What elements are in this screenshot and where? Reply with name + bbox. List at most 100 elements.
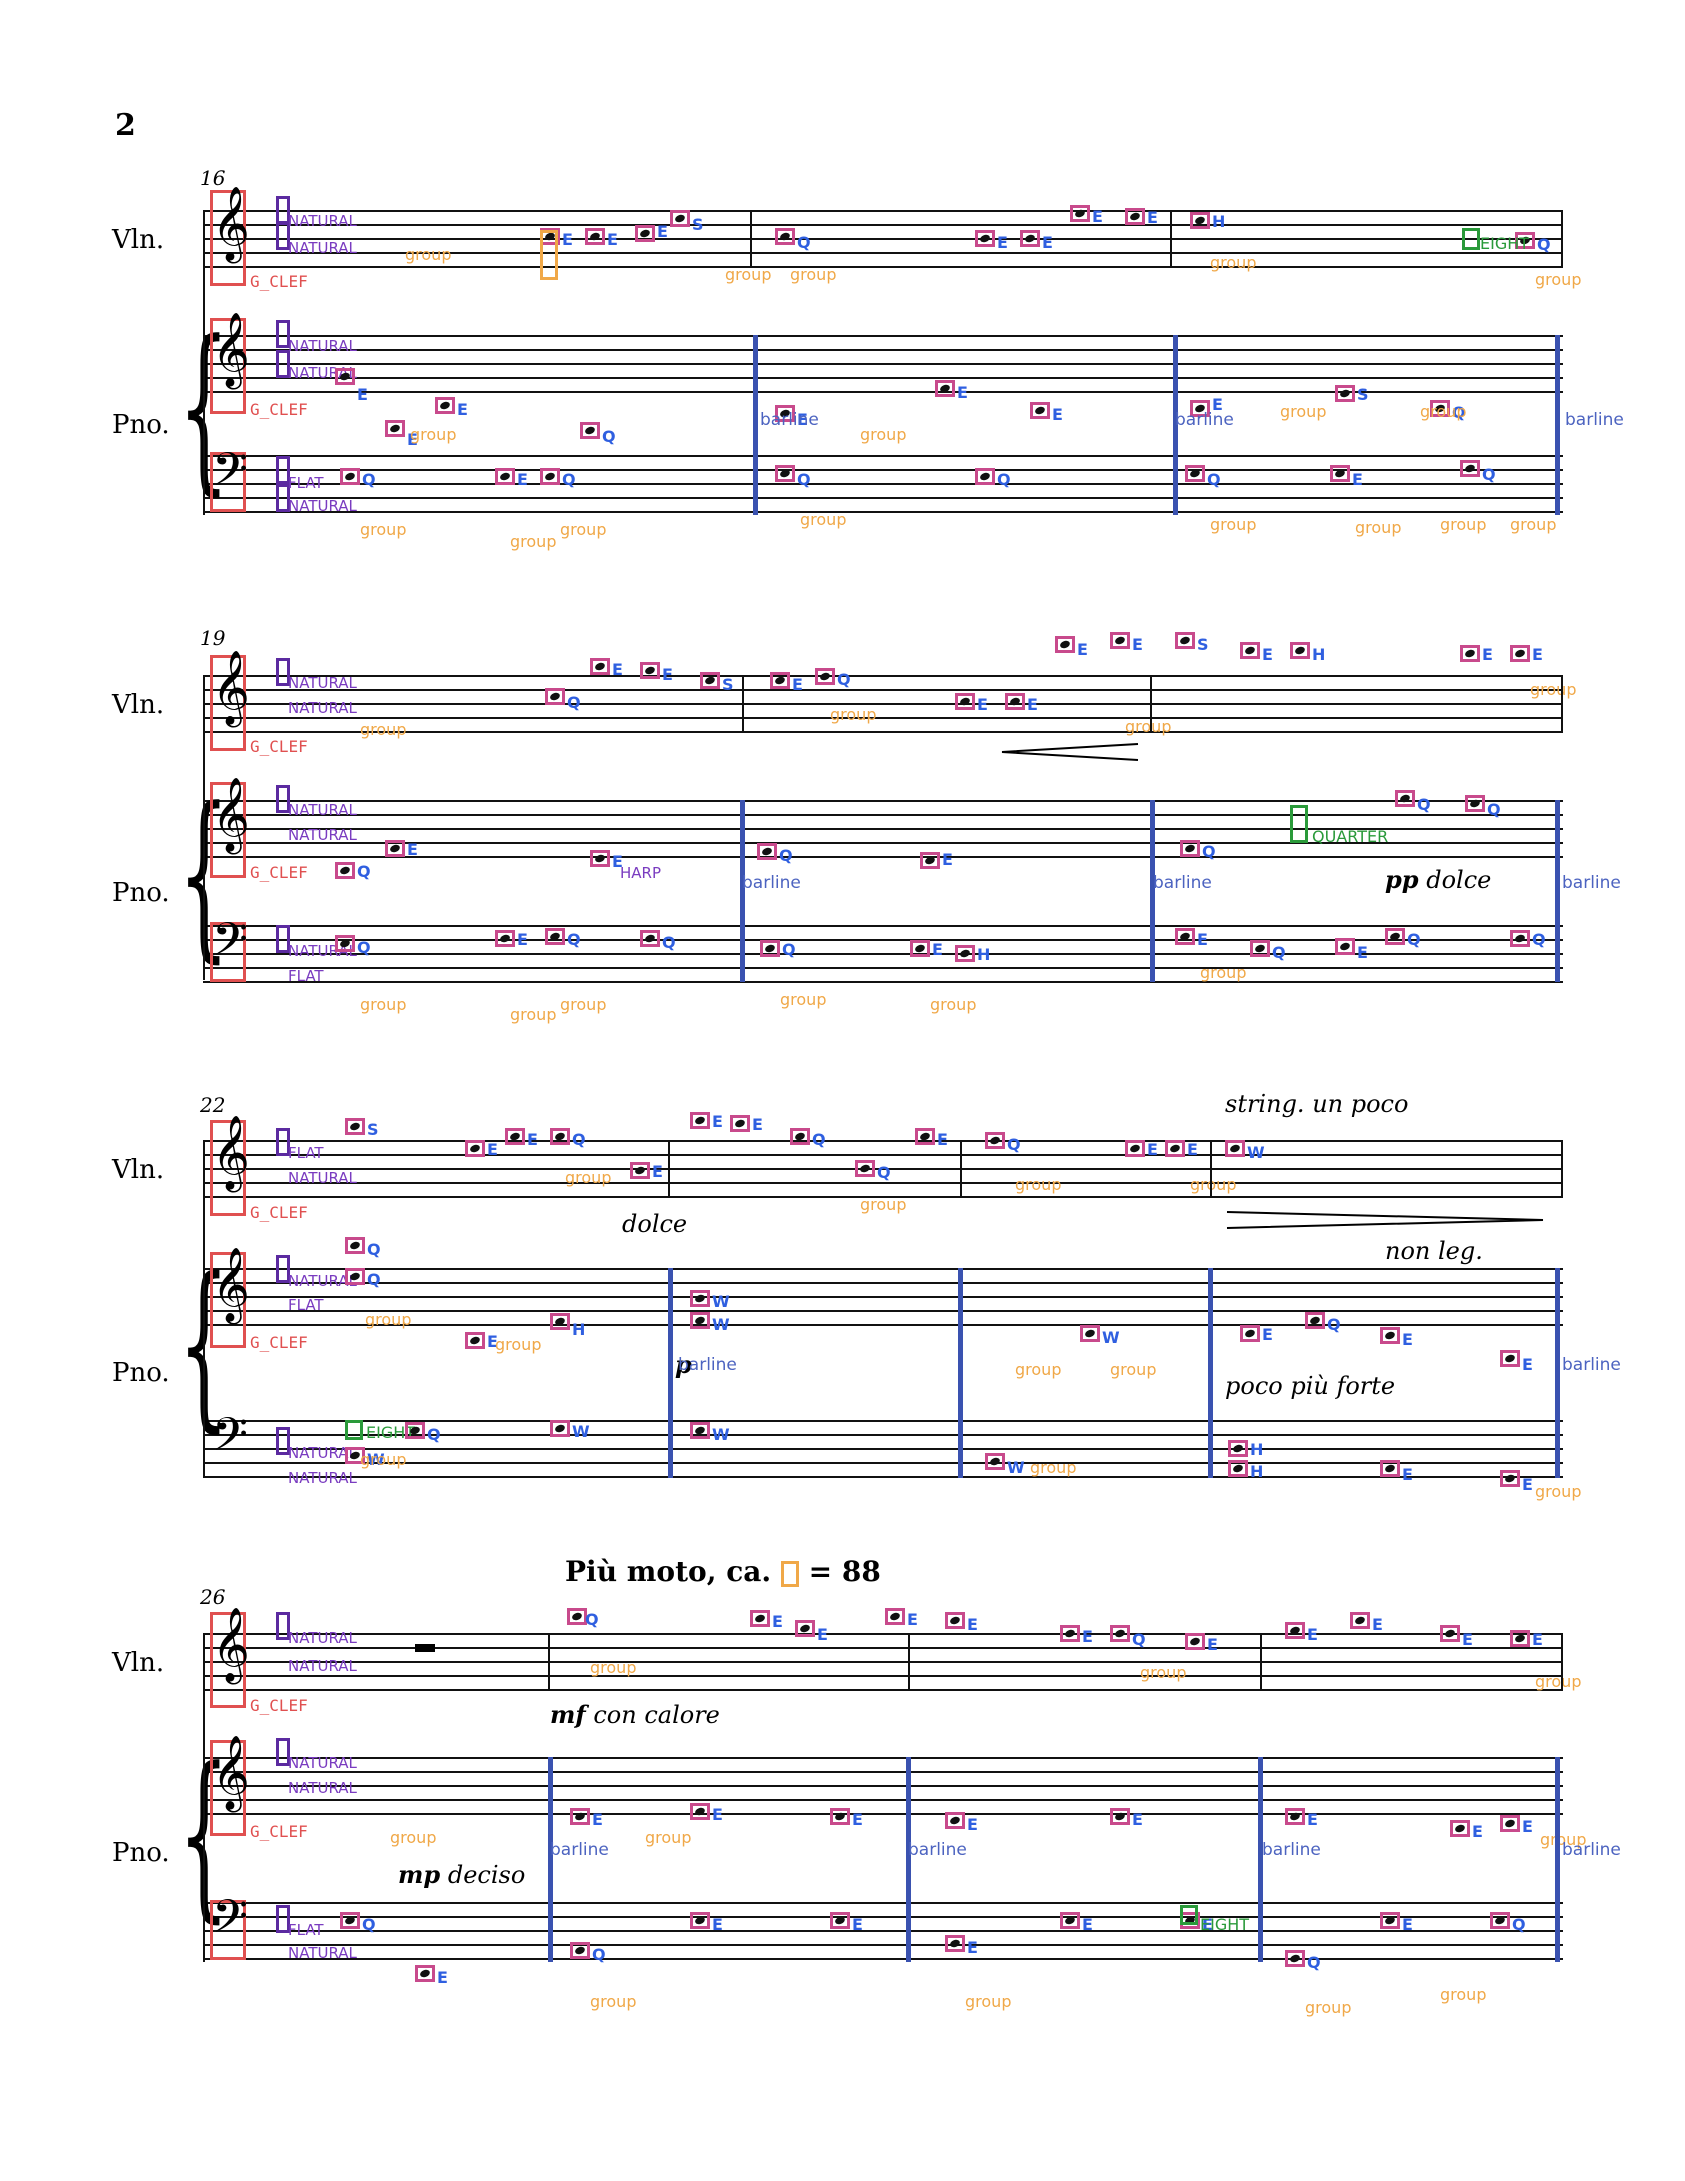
note-type-label: E	[527, 1130, 538, 1149]
note-head	[1250, 940, 1270, 957]
note-type-label: E	[1027, 695, 1038, 714]
barline	[753, 335, 758, 515]
note-type-label: E	[817, 1625, 828, 1644]
group-label: group	[1420, 402, 1467, 421]
group-label: group	[510, 1005, 557, 1024]
barline	[1150, 800, 1155, 982]
note-head	[1180, 840, 1200, 857]
note-type-label: Q	[1512, 1915, 1526, 1934]
accidental-label: NATURAL	[288, 1169, 357, 1187]
bass-clef-glyph-icon: 𝄢	[212, 1890, 249, 1955]
note-head	[1515, 232, 1535, 249]
note-head	[795, 1620, 815, 1637]
system-left-line	[203, 1140, 205, 1478]
note-type-label: Q	[572, 1130, 586, 1149]
group-label: group	[1510, 515, 1557, 534]
instrument-violin-label: Vln.	[112, 225, 165, 255]
group-label: group	[1535, 270, 1582, 289]
note-type-label: E	[772, 1612, 783, 1631]
note-type-label: Q	[997, 470, 1011, 489]
barline	[1170, 210, 1172, 268]
natural-icon	[276, 658, 290, 686]
treble-clef-glyph-icon: 𝄞	[212, 1248, 250, 1322]
note-head	[1228, 1460, 1248, 1477]
group-label: group	[590, 1992, 637, 2011]
piano-bass-staff	[203, 1420, 1563, 1480]
note-head	[1380, 1912, 1400, 1929]
note-type-label: E	[357, 385, 368, 404]
note-head	[635, 225, 655, 242]
note-head	[405, 1422, 425, 1439]
expression-dolce: dolce	[1426, 866, 1492, 894]
note-type-label: E	[1532, 1630, 1543, 1649]
note-type-label: Q	[1537, 235, 1551, 254]
note-head	[1020, 230, 1040, 247]
group-label: group	[495, 1335, 542, 1354]
treble-clef-icon	[210, 655, 246, 751]
note-head	[495, 468, 515, 485]
note-type-label: E	[517, 930, 528, 949]
note-head	[345, 1447, 365, 1464]
note-type-label: E	[612, 852, 623, 871]
group-label: group	[1030, 1458, 1077, 1477]
note-type-label: E	[592, 1810, 603, 1829]
note-type-label: Q	[585, 1610, 599, 1629]
barline-label: barline	[1153, 873, 1212, 893]
note-type-label: E	[1372, 1615, 1383, 1634]
note-type-label: Q	[1207, 470, 1221, 489]
note-type-label: Q	[1487, 800, 1501, 819]
note-head	[750, 1610, 770, 1627]
barline-label: barline	[908, 1840, 967, 1860]
note-type-label: Q	[797, 233, 811, 252]
note-head	[815, 668, 835, 685]
accidental-label: NATURAL	[288, 1779, 357, 1797]
accidental-label: FLAT	[288, 967, 324, 985]
note-head	[975, 230, 995, 247]
note-head	[630, 1162, 650, 1179]
accidental-label: NATURAL	[288, 1754, 357, 1772]
group-label: group	[790, 265, 837, 284]
note-type-label: E	[752, 1115, 763, 1134]
note-type-label: Q	[837, 670, 851, 689]
measure-number: 26	[200, 1585, 226, 1609]
note-head	[915, 1128, 935, 1145]
rest-label: EIGHT	[366, 1423, 416, 1442]
note-head	[1175, 928, 1195, 945]
group-label: group	[1535, 1672, 1582, 1691]
group-label: group	[390, 1828, 437, 1847]
natural-icon	[276, 1255, 290, 1283]
group-label: group	[1015, 1175, 1062, 1194]
flat-icon	[276, 456, 290, 484]
group-label: group	[860, 1195, 907, 1214]
barline	[958, 1268, 963, 1478]
barline-label: barline	[1565, 410, 1624, 430]
group-label: group	[930, 995, 977, 1014]
note-type-label: E	[792, 675, 803, 694]
note-type-label: E	[937, 1130, 948, 1149]
group-label: group	[800, 510, 847, 529]
note-type-label: E	[1187, 1140, 1198, 1159]
accidental-label: FLAT	[288, 1144, 324, 1162]
note-head	[1510, 645, 1530, 662]
instrument-piano-label: Pno.	[112, 410, 170, 440]
treble-clef-icon	[210, 1120, 246, 1216]
instrument-piano-label: Pno.	[112, 1838, 170, 1868]
barline	[668, 1268, 673, 1478]
note-type-label: E	[652, 1162, 663, 1181]
note-head	[830, 1912, 850, 1929]
barline	[1555, 335, 1560, 515]
tempo-value: = 88	[808, 1555, 881, 1588]
note-type-label: E	[1402, 1915, 1413, 1934]
note-head	[1440, 1625, 1460, 1642]
note-head	[1030, 402, 1050, 419]
note-head	[830, 1808, 850, 1825]
note-head	[505, 1128, 525, 1145]
barline-label: barline	[1262, 1840, 1321, 1860]
note-head	[1165, 1140, 1185, 1157]
group-label: group	[1210, 515, 1257, 534]
natural-icon	[276, 925, 290, 953]
note-type-label: E	[932, 940, 943, 959]
instrument-piano-label: Pno.	[112, 878, 170, 908]
clef-label: G_CLEF	[250, 400, 308, 419]
whole-rest-icon	[415, 1644, 435, 1652]
